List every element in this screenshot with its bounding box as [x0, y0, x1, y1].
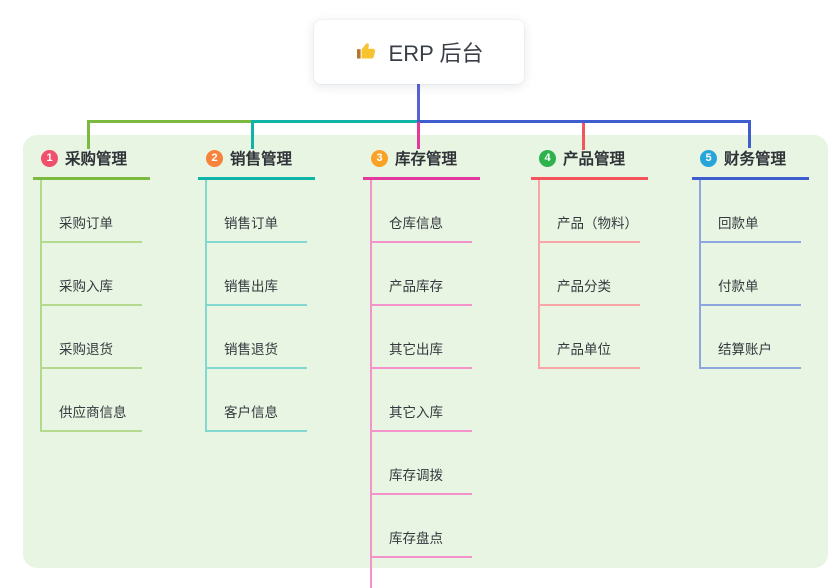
branch-5-children: 回款单 付款单 结算账户	[699, 180, 801, 369]
child-node[interactable]: 采购订单	[42, 180, 142, 243]
branch-2-number-badge: 2	[206, 149, 223, 167]
branch-5-label: 财务管理	[724, 151, 787, 168]
child-label: 客户信息	[224, 405, 278, 420]
child-label: 其它出库	[389, 342, 443, 357]
branch-2-title[interactable]: 2 销售管理	[198, 146, 315, 180]
branch-1-title[interactable]: 1 采购管理	[33, 146, 150, 180]
child-label: 结算账户	[718, 342, 772, 357]
child-label: 采购入库	[59, 279, 113, 294]
branch-3-children: 仓库信息 产品库存 其它出库 其它入库 库存调拨 库存盘点 出库库明细	[370, 180, 472, 588]
branch-1-label: 采购管理	[65, 151, 128, 168]
branch-purchase: 1 采购管理 采购订单 采购入库 采购退货 供应商信息	[33, 146, 150, 432]
branch-4-connector-drop	[582, 121, 585, 150]
child-node[interactable]: 仓库信息	[372, 180, 472, 243]
child-node[interactable]: 采购入库	[42, 243, 142, 306]
branch-2-label: 销售管理	[230, 151, 293, 168]
child-node[interactable]: 结算账户	[701, 306, 801, 369]
branch-3-label: 库存管理	[395, 151, 458, 168]
branch-4-label: 产品管理	[563, 151, 626, 168]
root-label: ERP 后台	[388, 41, 484, 66]
branch-inventory: 3 库存管理 仓库信息 产品库存 其它出库 其它入库 库存调拨 库存盘点 出库库…	[363, 146, 480, 588]
child-label: 采购订单	[59, 216, 113, 231]
branch-product: 4 产品管理 产品（物料） 产品分类 产品单位	[531, 146, 648, 369]
child-node[interactable]: 销售退货	[207, 306, 307, 369]
branch-5-connector-drop	[748, 120, 751, 148]
child-label: 销售订单	[224, 216, 278, 231]
child-node[interactable]: 其它入库	[372, 369, 472, 432]
branch-4-number-badge: 4	[539, 149, 556, 167]
child-label: 产品库存	[389, 279, 443, 294]
child-node[interactable]: 回款单	[701, 180, 801, 243]
child-node[interactable]: 库存调拨	[372, 432, 472, 495]
child-node[interactable]: 销售出库	[207, 243, 307, 306]
branch-5-title[interactable]: 5 财务管理	[692, 146, 809, 180]
branch-1-children: 采购订单 采购入库 采购退货 供应商信息	[40, 180, 142, 432]
branches-panel	[23, 135, 828, 568]
child-label: 库存盘点	[389, 531, 443, 546]
child-label: 仓库信息	[389, 216, 443, 231]
child-node[interactable]: 其它出库	[372, 306, 472, 369]
branch-2-children: 销售订单 销售出库 销售退货 客户信息	[205, 180, 307, 432]
child-node[interactable]: 产品单位	[540, 306, 640, 369]
child-node[interactable]: 采购退货	[42, 306, 142, 369]
root-connector-line	[417, 83, 420, 122]
branch-1-connector-drop	[87, 120, 90, 149]
branch-2-connector-line	[251, 120, 418, 123]
child-label: 销售退货	[224, 342, 278, 357]
child-label: 回款单	[718, 216, 759, 231]
branch-3-connector-drop	[417, 122, 420, 149]
thumbs-up-icon	[355, 40, 379, 64]
branch-1-number-badge: 1	[41, 149, 58, 167]
child-label: 销售出库	[224, 279, 278, 294]
child-node[interactable]: 销售订单	[207, 180, 307, 243]
child-label: 产品分类	[557, 279, 611, 294]
child-label: 供应商信息	[59, 405, 127, 420]
branch-4-children: 产品（物料） 产品分类 产品单位	[538, 180, 640, 369]
branch-4-title[interactable]: 4 产品管理	[531, 146, 648, 180]
branch-1-connector-line	[87, 120, 253, 123]
child-label: 产品（物料）	[557, 216, 638, 231]
branch-2-connector-drop	[251, 120, 254, 149]
branch-5-number-badge: 5	[700, 149, 717, 167]
child-node[interactable]: 库存盘点	[372, 495, 472, 558]
child-node[interactable]: 产品库存	[372, 243, 472, 306]
child-node[interactable]: 客户信息	[207, 369, 307, 432]
branch-finance: 5 财务管理 回款单 付款单 结算账户	[692, 146, 809, 369]
branch-3-title[interactable]: 3 库存管理	[363, 146, 480, 180]
child-label: 其它入库	[389, 405, 443, 420]
child-node[interactable]: 出库库明细	[372, 558, 472, 588]
root-node[interactable]: ERP 后台	[314, 20, 524, 84]
branch-sales: 2 销售管理 销售订单 销售出库 销售退货 客户信息	[198, 146, 315, 432]
child-node[interactable]: 供应商信息	[42, 369, 142, 432]
child-node[interactable]: 付款单	[701, 243, 801, 306]
child-label: 产品单位	[557, 342, 611, 357]
child-node[interactable]: 产品（物料）	[540, 180, 640, 243]
branch-5-connector-line	[417, 120, 751, 123]
child-label: 库存调拨	[389, 468, 443, 483]
child-node[interactable]: 产品分类	[540, 243, 640, 306]
branch-3-number-badge: 3	[371, 149, 388, 167]
child-label: 付款单	[718, 279, 759, 294]
child-label: 采购退货	[59, 342, 113, 357]
